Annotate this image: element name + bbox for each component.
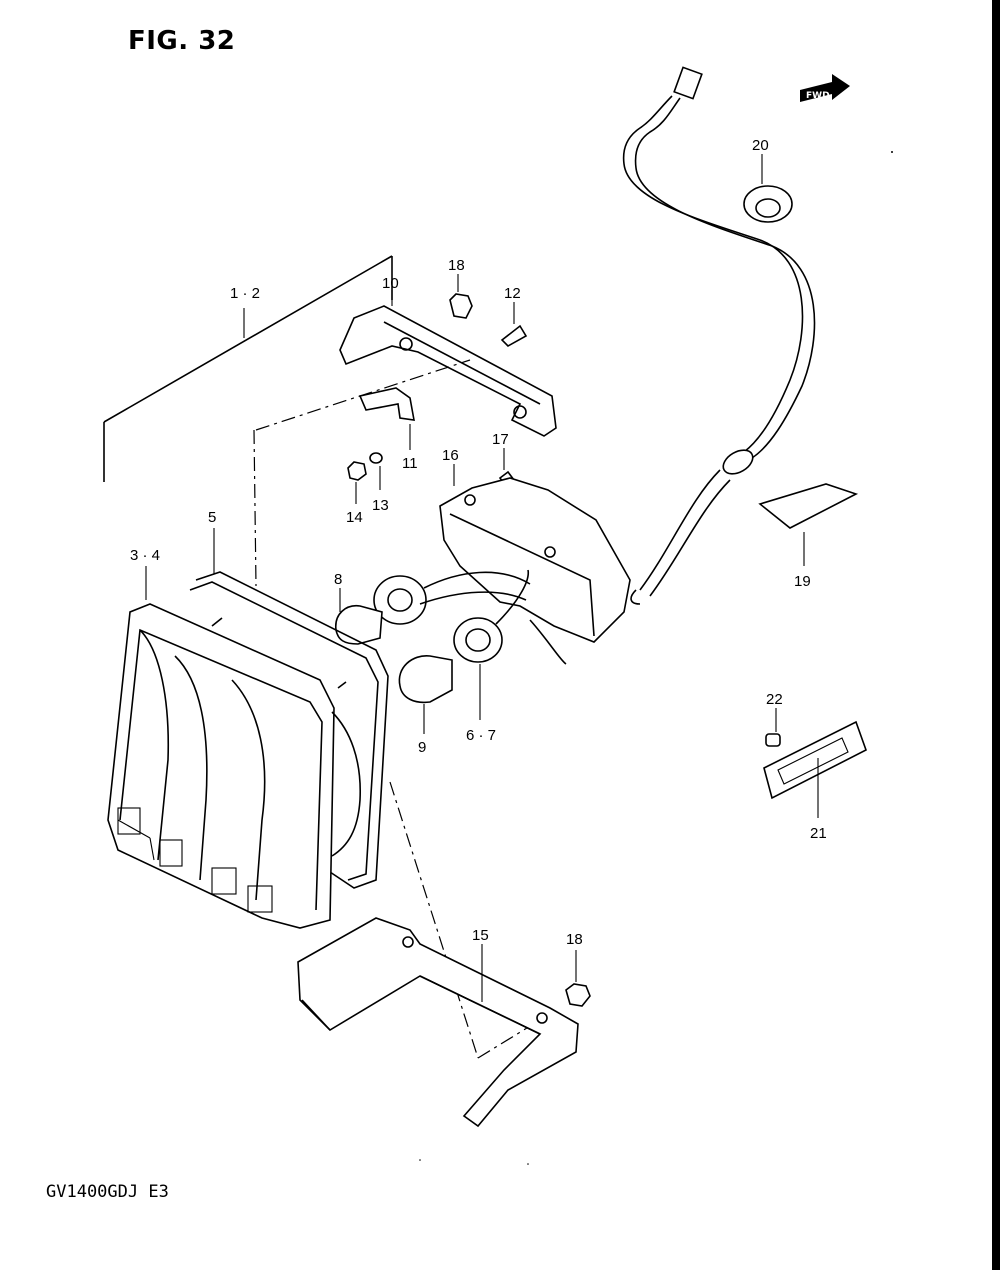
socket-upper (373, 571, 531, 625)
callout-6-7: 6 · 7 (466, 727, 496, 744)
part-11-clip (358, 387, 415, 450)
part-18-nut-bottom (565, 950, 591, 1007)
callout-14: 14 (346, 509, 363, 526)
callout-16: 16 (442, 447, 459, 464)
part-8-bulb (335, 588, 383, 645)
part-22-screw (765, 708, 781, 747)
part-18-nut-top (449, 274, 473, 319)
callout-11: 11 (402, 455, 418, 472)
part-12-bolt (500, 302, 528, 347)
callout-9: 9 (418, 739, 426, 756)
callout-19: 19 (794, 573, 811, 590)
part-3-4-lens (107, 566, 361, 929)
assembly-bracket-1-2 (103, 255, 393, 482)
stray-mark (891, 151, 893, 153)
part-9-bulb (398, 655, 453, 734)
callout-5: 5 (208, 509, 216, 526)
callout-3-4: 3 · 4 (130, 547, 160, 564)
callout-8: 8 (334, 571, 342, 588)
page-edge-bar (992, 0, 1000, 1270)
part-5-gasket (189, 528, 389, 889)
fwd-arrow-icon: FWD (800, 74, 850, 102)
fwd-label: FWD (806, 91, 830, 101)
part-13-washer (369, 452, 383, 490)
part-16-housing (439, 464, 631, 643)
callout-21: 21 (810, 825, 827, 842)
callout-10: 10 (382, 275, 399, 292)
callout-13: 13 (372, 497, 389, 514)
callout-20: 20 (752, 137, 769, 154)
wire-harness (622, 66, 816, 605)
figure-title: FIG. 32 (128, 26, 236, 56)
callout-15: 15 (472, 927, 489, 944)
stray-mark (527, 1163, 529, 1165)
callout-18-bottom: 18 (566, 931, 583, 948)
callout-12: 12 (504, 285, 521, 302)
part-20-grommet (743, 154, 793, 223)
part-15-bottom-bracket (297, 917, 579, 1128)
part-14-nut (347, 461, 367, 504)
part-6-7-socket (453, 569, 567, 720)
callout-1-2: 1 · 2 (230, 285, 260, 302)
callout-labels: 1 · 2 3 · 4 5 6 · 7 8 9 10 11 12 13 14 1… (130, 137, 827, 948)
stray-mark (419, 1159, 421, 1161)
callout-22: 22 (766, 691, 783, 708)
callout-18-top: 18 (448, 257, 465, 274)
model-code: GV1400GDJ E3 (46, 1182, 169, 1202)
part-10-top-bracket (339, 290, 557, 437)
part-21-reflector (763, 720, 867, 818)
part-19-pad (758, 483, 859, 566)
callout-17: 17 (492, 431, 509, 448)
